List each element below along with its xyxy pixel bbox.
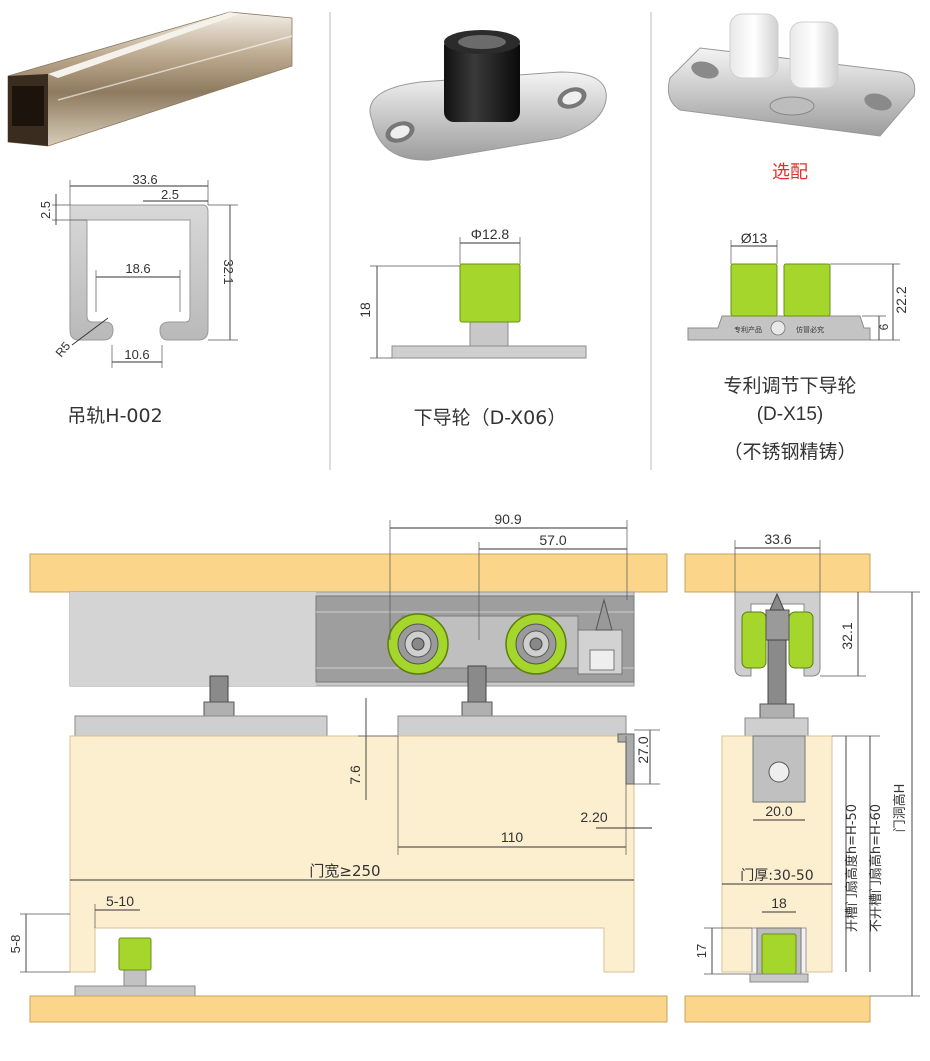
- panel1-title: 吊轨H-002: [67, 405, 162, 427]
- dim-slot: 5-10: [106, 893, 134, 909]
- dim-offset: 2.20: [580, 809, 607, 825]
- dim-guide-height: 17: [694, 944, 709, 958]
- label-opening-height: 门洞高H: [892, 784, 908, 833]
- stamp-left: 专利产品: [734, 325, 762, 334]
- dim-rail-lip-right: 2.5: [161, 187, 179, 202]
- side-view: 33.6 32.1 20.0 门厚:30-50 18 17 开槽门扇高度h=H-…: [684, 531, 920, 1023]
- dim-door-width: 门宽≥250: [309, 862, 380, 880]
- rail-profile-drawing: 33.6 2.5 2.5 32.1 18.6 R5 10.6: [38, 172, 238, 368]
- stopper: [577, 598, 623, 675]
- ceiling-beam: [29, 553, 668, 593]
- dim-door-thickness: 门厚:30-50: [740, 868, 813, 884]
- dim-half: 57.0: [539, 532, 566, 548]
- dim-wheel-diameter: Φ12.8: [471, 226, 510, 242]
- optional-label: 选配: [772, 162, 808, 183]
- dim-adj-base: 6: [877, 323, 891, 330]
- hanger-wheel-right: [505, 613, 567, 675]
- dim-guide-width: 18: [771, 895, 787, 911]
- dim-rail-opening: 18.6: [125, 261, 150, 276]
- dim-adj-height: 22.2: [893, 286, 909, 313]
- door-panel: [69, 735, 635, 973]
- adjustable-guide-photo: [667, 13, 916, 137]
- dim-guide: 110: [501, 829, 524, 845]
- dim-bracket: 20.0: [765, 803, 792, 819]
- dim-side-rail-height: 32.1: [839, 622, 855, 649]
- dim-rail-bottom: 10.6: [124, 347, 149, 362]
- adjustable-guide-drawing: 专利产品 仿冒必究 Ø13 22.2 6: [687, 230, 909, 341]
- dim-side-rail-width: 33.6: [764, 531, 791, 547]
- panel3-title-line1: 专利调节下导轮: [723, 375, 856, 397]
- dim-side: 27.0: [635, 736, 651, 763]
- dim-rail-width: 33.6: [132, 172, 157, 187]
- dim-rail-height: 32.1: [221, 259, 236, 284]
- hanger-wheel-left: [387, 613, 449, 675]
- panel2-title: 下导轮（D-X06）: [414, 407, 567, 429]
- panel3-title-line2: (D-X15): [757, 404, 824, 425]
- floor-beam: [29, 995, 668, 1023]
- guide-wheel-drawing: Φ12.8 18: [357, 226, 587, 359]
- dim-total: 90.9: [494, 511, 521, 527]
- dim-rail-radius: R5: [53, 339, 74, 360]
- label-slot-height: 开槽门扇高度h=H-50: [844, 804, 860, 932]
- dim-floor: 5-8: [8, 935, 23, 954]
- panel3-title-line3: （不锈钢精铸）: [723, 441, 856, 463]
- dim-adj-diameter: Ø13: [741, 230, 768, 246]
- stamp-right: 仿冒必究: [796, 325, 824, 334]
- front-view: 90.9 57.0 7.6 27.0 2.20 110 门宽≥250 5-10 …: [8, 511, 668, 1023]
- dim-wheel-height: 18: [357, 302, 373, 318]
- label-noslot-height: 不开槽门扇高h=H-60: [868, 804, 884, 932]
- rail-photo: [7, 11, 293, 147]
- dim-rail-lip-left: 2.5: [38, 201, 53, 219]
- guide-wheel-photo: [369, 30, 607, 161]
- dim-gap: 7.6: [347, 765, 363, 785]
